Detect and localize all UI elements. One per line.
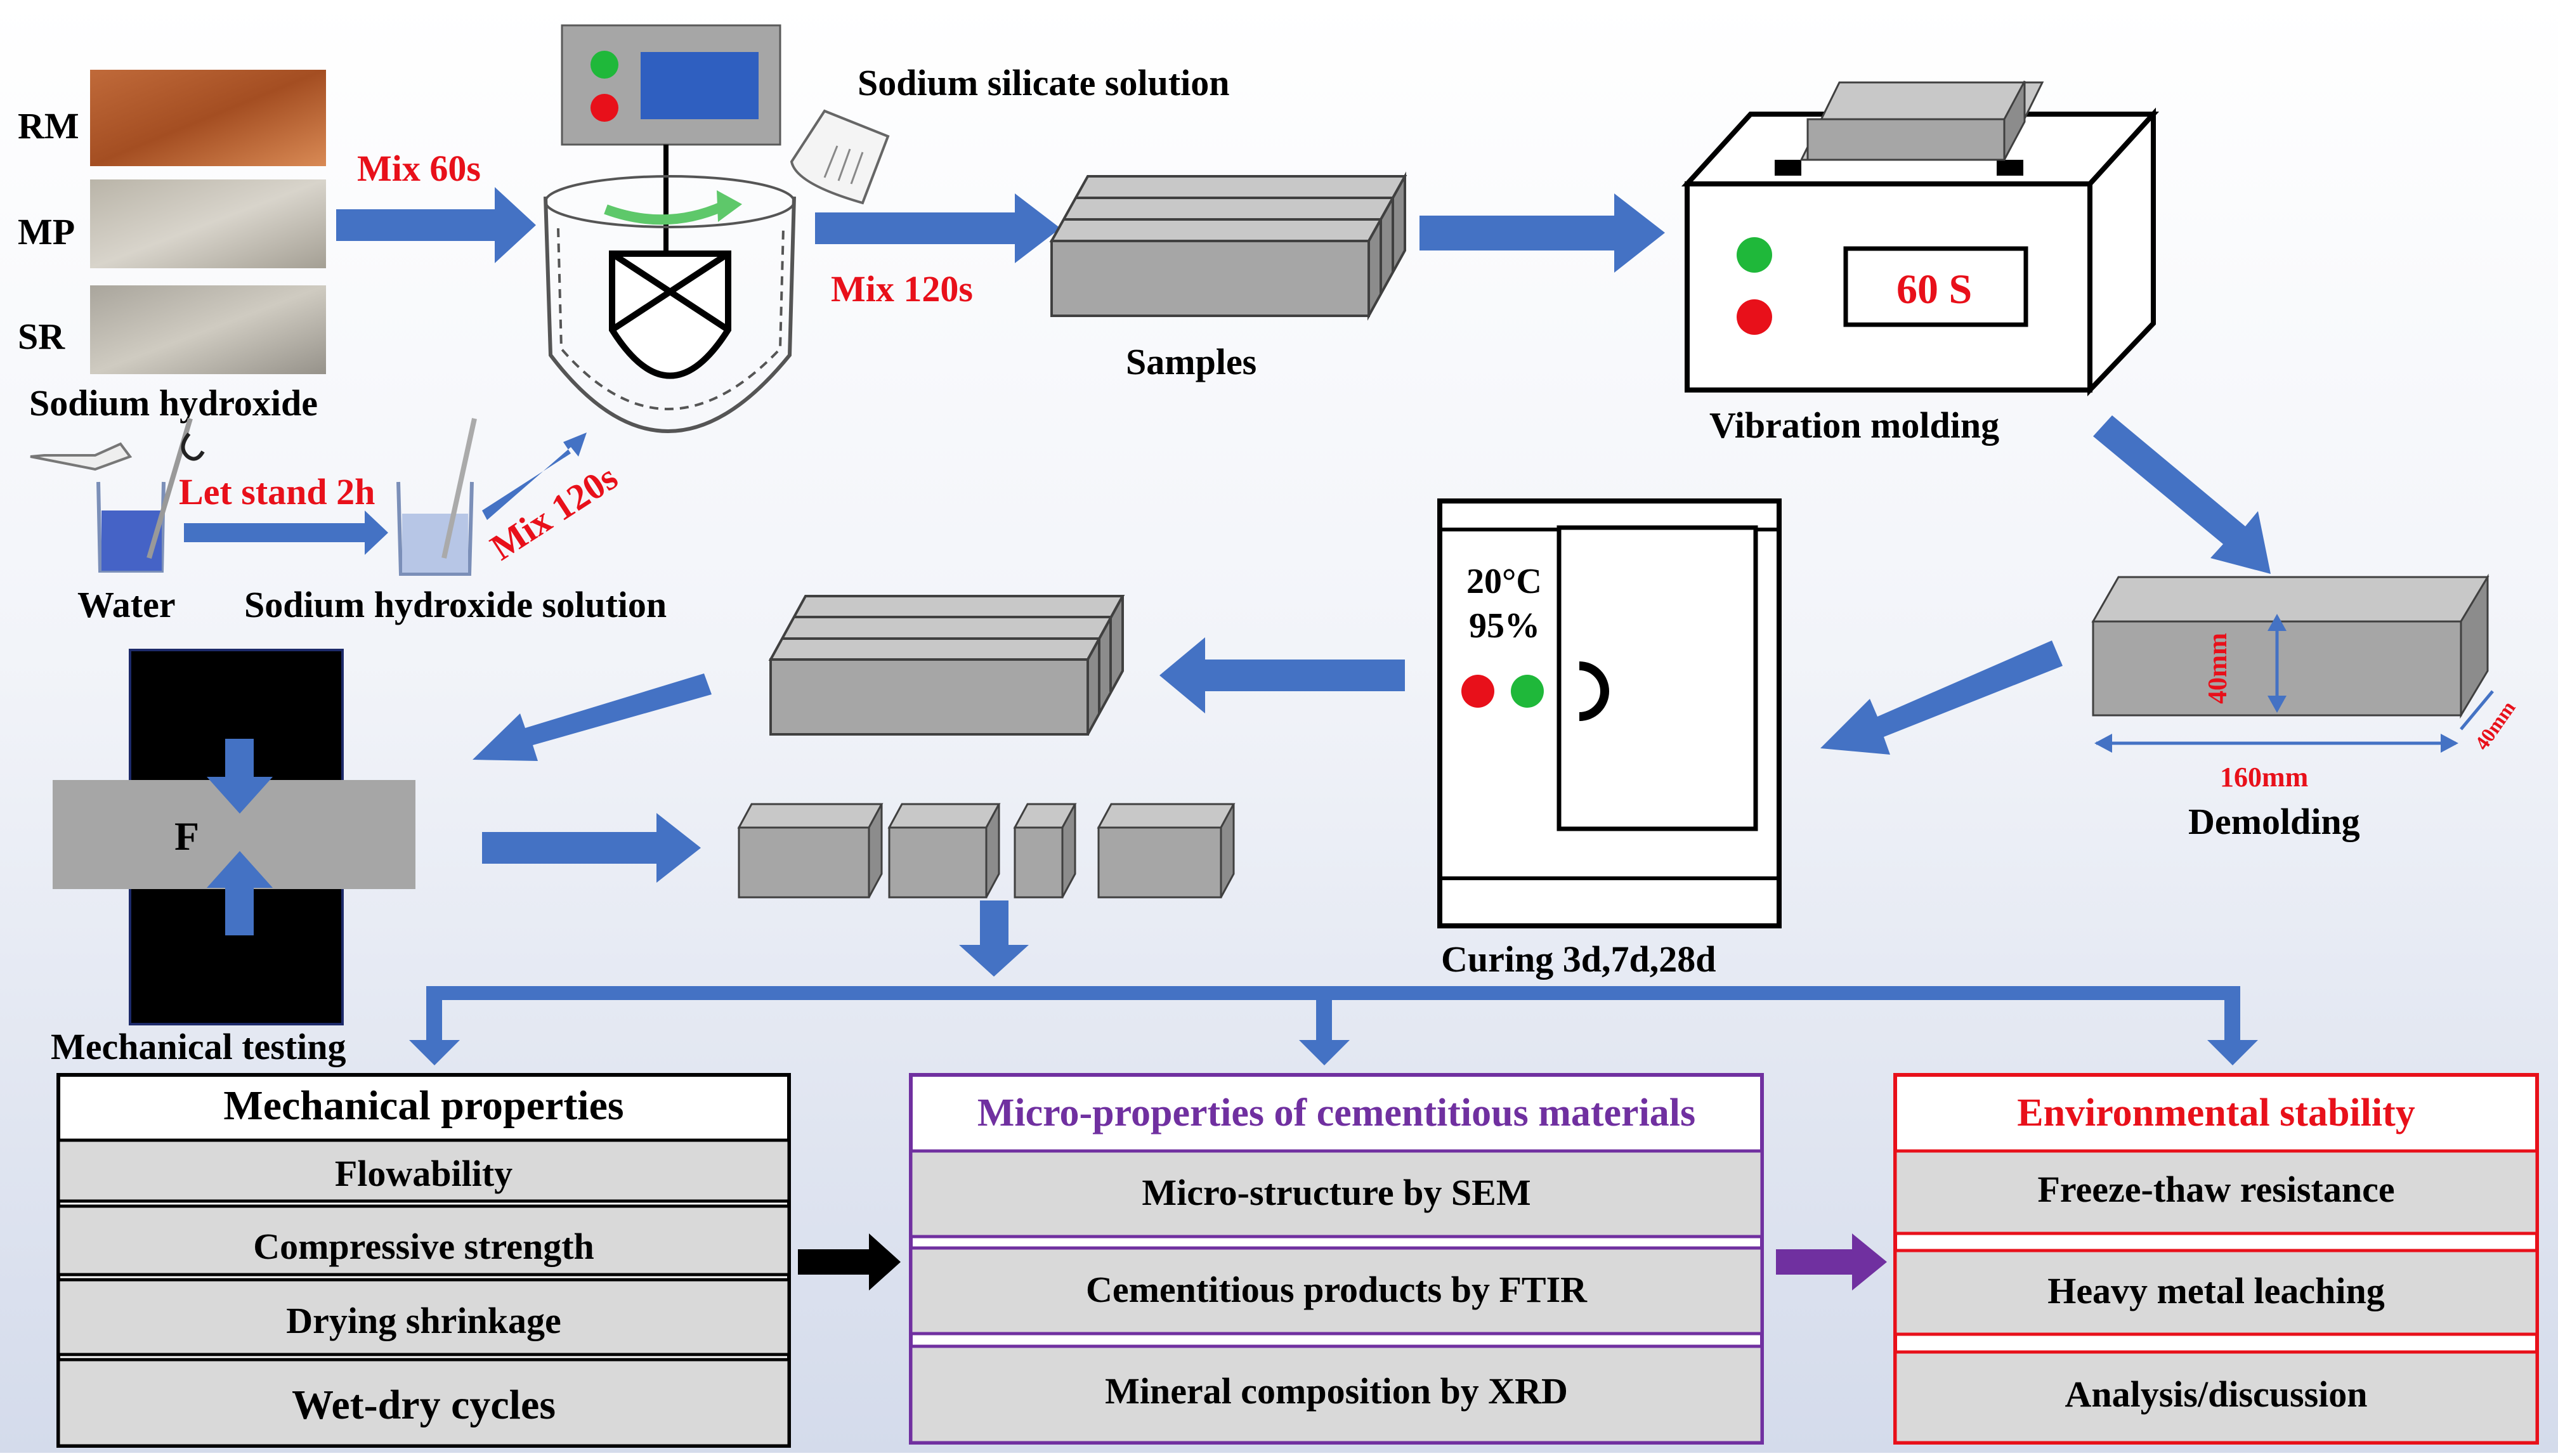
sodium-silicate-beaker (790, 109, 890, 205)
micro-item-xrd: Mineral composition by XRD (1105, 1370, 1568, 1412)
micro-item-sem: Micro-structure by SEM (1142, 1172, 1530, 1213)
mechanical-properties-title: Mechanical properties (223, 1082, 623, 1129)
sodium-hydroxide-label: Sodium hydroxide (29, 382, 318, 424)
force-label: F (174, 814, 199, 859)
dim-length-label: 160mm (2220, 762, 2308, 793)
mixer-paddle (609, 250, 731, 379)
force-arrow-up (207, 851, 273, 935)
cured-sample-bars (768, 595, 1125, 736)
pouring-beaker-icon (30, 442, 133, 471)
mechanical-item-flowability: Flowability (335, 1153, 512, 1194)
micro-properties-panel: Micro-properties of cementitious materia… (909, 1073, 1764, 1445)
mechanical-item-compressive-strength: Compressive strength (253, 1226, 594, 1267)
sodium-silicate-label: Sodium silicate solution (858, 62, 1230, 103)
vibration-green-light (1737, 237, 1772, 273)
curing-red-light (1461, 675, 1494, 708)
rotation-arrow-icon (604, 201, 726, 225)
micro-item-ftir: Cementitious products by FTIR (1086, 1269, 1588, 1310)
water-label: Water (77, 584, 176, 625)
beaker-water (30, 417, 205, 573)
mechanical-properties-panel: Mechanical properties Flowability Compre… (56, 1073, 791, 1448)
arrow-to-vibration (1419, 193, 1665, 273)
curing-temperature: 20°C (1466, 562, 1542, 601)
micro-properties-title: Micro-properties of cementitious materia… (977, 1091, 1695, 1134)
rm-label: RM (18, 105, 79, 146)
arrow-to-analysis (959, 900, 1029, 977)
curing-door (1556, 525, 1758, 831)
dim-height-label: 40mm (2203, 633, 2233, 704)
door-handle-icon (1579, 661, 1609, 721)
distribution-bar (426, 986, 2240, 1000)
depth-dimension-line (2460, 690, 2494, 731)
arrow-to-mechanical-panel (409, 986, 460, 1065)
mechanical-item-drying-shrinkage: Drying shrinkage (286, 1300, 561, 1341)
sr-label: SR (18, 316, 65, 357)
arrow-to-mechanical-testing (473, 673, 712, 761)
beaker-naoh-solution (396, 418, 477, 576)
curing-green-light (1511, 675, 1544, 708)
mixer-red-light (591, 94, 618, 122)
arrow-to-mixer (336, 187, 536, 263)
mp-sample-image (90, 179, 326, 268)
stirring-rod-icon (441, 418, 477, 559)
vibration-molding-label: Vibration molding (1709, 405, 1999, 446)
arrow-to-mixer-from-solution (482, 432, 587, 520)
spoon-icon (181, 432, 205, 461)
arrow-from-curing (1159, 637, 1405, 713)
samples-label: Samples (1126, 341, 1256, 382)
vibration-machine: 60 S (1681, 81, 2160, 396)
broken-specimens (737, 803, 1236, 899)
curing-chamber (1437, 498, 1782, 928)
mechanical-item-wet-dry-cycles: Wet-dry cycles (292, 1382, 556, 1428)
mixing-bowl (544, 196, 796, 433)
arrow-to-broken-samples (482, 813, 701, 883)
curing-label: Curing 3d,7d,28d (1441, 939, 1716, 980)
arrow-mechanical-to-micro (798, 1233, 901, 1290)
mechanical-test-rig: F (53, 649, 415, 1025)
arrow-micro-to-environment (1776, 1233, 1887, 1290)
mixing-bowl-inner (557, 228, 785, 410)
arrow-let-stand (184, 510, 388, 555)
naoh-solution-fill (402, 514, 468, 573)
environmental-stability-title: Environmental stability (2017, 1091, 2415, 1134)
sr-sample-image (90, 285, 326, 374)
vibration-red-light (1737, 299, 1772, 335)
environment-item-analysis: Analysis/discussion (2065, 1374, 2367, 1415)
curing-humidity: 95% (1469, 606, 1540, 646)
mix-60s-label: Mix 60s (357, 148, 481, 189)
force-arrow-down (207, 739, 273, 814)
environmental-stability-panel: Environmental stability Freeze-thaw resi… (1893, 1073, 2539, 1445)
environment-item-freeze-thaw: Freeze-thaw resistance (2037, 1169, 2394, 1210)
rm-sample-image (90, 70, 326, 166)
mixer-green-light (591, 51, 618, 79)
mix-120s-top-label: Mix 120s (831, 268, 973, 309)
arrow-to-environment-panel (2207, 986, 2258, 1065)
mixer-display (641, 52, 759, 119)
arrow-to-demolding (2093, 415, 2271, 574)
demolding-label: Demolding (2188, 801, 2360, 842)
arrow-to-micro-panel (1299, 986, 1350, 1065)
mp-label: MP (18, 211, 75, 252)
raw-materials: RM MP SR Sodium hydroxide (18, 70, 326, 424)
let-stand-label: Let stand 2h (179, 471, 375, 512)
mixer (544, 24, 796, 433)
environment-item-heavy-metal: Heavy metal leaching (2047, 1270, 2385, 1311)
demolding-specimen (2091, 573, 2494, 753)
arrow-to-samples (815, 193, 1060, 263)
mechanical-testing-label: Mechanical testing (51, 1026, 346, 1067)
arrow-to-curing (1820, 640, 2063, 755)
sample-bars (1049, 171, 1407, 321)
sodium-hydroxide-solution-label: Sodium hydroxide solution (244, 584, 667, 625)
vibration-timer: 60 S (1896, 266, 1972, 313)
vibration-timer-display (1843, 246, 2028, 327)
